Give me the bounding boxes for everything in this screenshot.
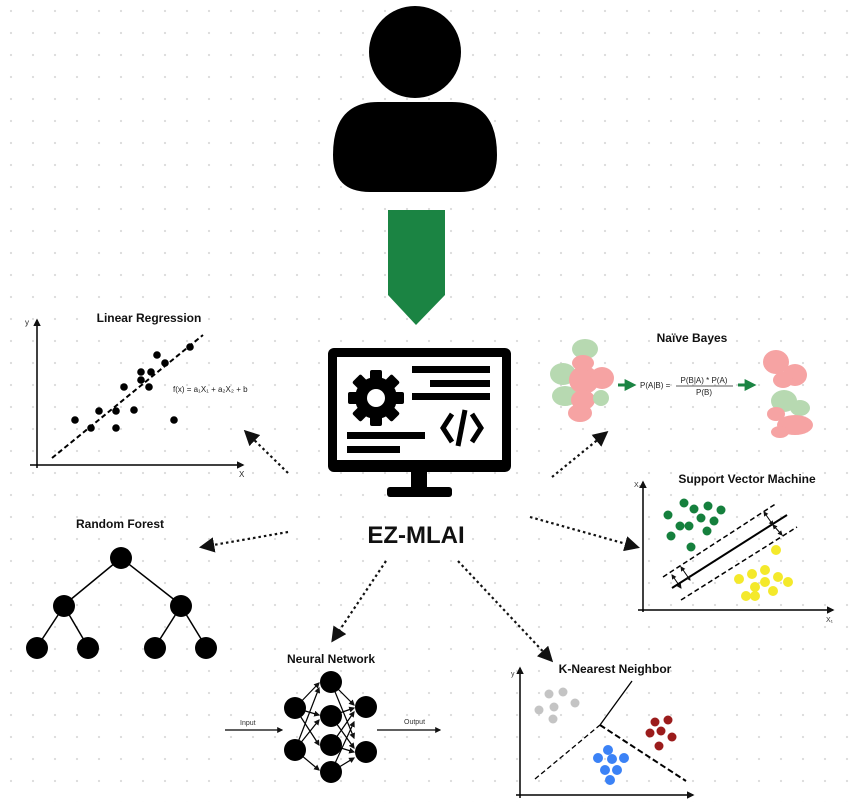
center-label: EZ-MLAI bbox=[367, 522, 464, 549]
nn-connections bbox=[294, 681, 356, 773]
knn-gray-points bbox=[534, 687, 580, 724]
svm-x-axis-label: X₁ bbox=[826, 617, 834, 624]
code-lines-icon bbox=[347, 366, 490, 453]
connector-arrows bbox=[198, 429, 640, 663]
lr-regression-line bbox=[51, 334, 204, 459]
lr-y-axis-label: y bbox=[25, 318, 29, 327]
user-icon bbox=[333, 6, 497, 192]
nb-output-cluster-icon bbox=[763, 350, 813, 438]
arrow-to-neural-network bbox=[331, 560, 387, 643]
knn-blue-points bbox=[593, 745, 629, 785]
random-forest-title: Random Forest bbox=[76, 517, 164, 531]
svm-panel: Support Vector Machine X₂ X₁ bbox=[634, 472, 835, 624]
knn-title: K-Nearest Neighbor bbox=[559, 662, 672, 676]
nn-output-label: Output bbox=[404, 719, 425, 726]
knn-red-points bbox=[645, 715, 677, 751]
lr-data-points bbox=[71, 343, 194, 432]
nn-input-label: Input bbox=[240, 720, 256, 727]
linear-regression-title: Linear Regression bbox=[97, 311, 202, 325]
down-arrow-icon bbox=[388, 210, 445, 325]
nb-formula-lhs: P(A|B) = bbox=[640, 381, 671, 390]
arrow-to-svm bbox=[529, 515, 640, 552]
arrow-to-linear-regression bbox=[243, 429, 289, 474]
nb-input-cluster-icon bbox=[550, 339, 614, 422]
neural-network-panel: Neural Network Input Output bbox=[225, 652, 442, 783]
random-forest-panel: Random Forest bbox=[26, 517, 217, 659]
code-brackets-icon bbox=[440, 409, 484, 447]
rf-tree-nodes bbox=[26, 547, 217, 659]
neural-network-title: Neural Network bbox=[287, 652, 375, 666]
naive-bayes-title: Naïve Bayes bbox=[657, 331, 728, 345]
svm-yellow-points bbox=[734, 545, 793, 601]
arrow-to-random-forest bbox=[198, 530, 289, 553]
linear-regression-panel: Linear Regression y X f(x) = a₁X₁ + a₂X₂… bbox=[25, 311, 248, 479]
lr-formula: f(x) = a₁X₁ + a₂X₂ + b bbox=[173, 385, 248, 394]
nn-nodes bbox=[284, 671, 377, 783]
lr-x-axis-label: X bbox=[239, 470, 245, 479]
arrow-to-knn bbox=[457, 560, 554, 663]
svm-green-points bbox=[663, 498, 726, 552]
svm-y-axis-label: X₂ bbox=[634, 482, 642, 489]
gear-icon bbox=[348, 370, 404, 426]
naive-bayes-panel: Naïve Bayes P(A|B) = P(B|A) * P(A) P(B) bbox=[550, 331, 813, 438]
nb-formula-numerator: P(B|A) * P(A) bbox=[681, 376, 728, 385]
arrow-to-naive-bayes bbox=[551, 431, 609, 478]
svm-title: Support Vector Machine bbox=[678, 472, 816, 486]
knn-panel: K-Nearest Neighbor y bbox=[511, 662, 695, 799]
nb-formula-denominator: P(B) bbox=[696, 388, 712, 397]
knn-y-axis-label: y bbox=[511, 671, 515, 678]
